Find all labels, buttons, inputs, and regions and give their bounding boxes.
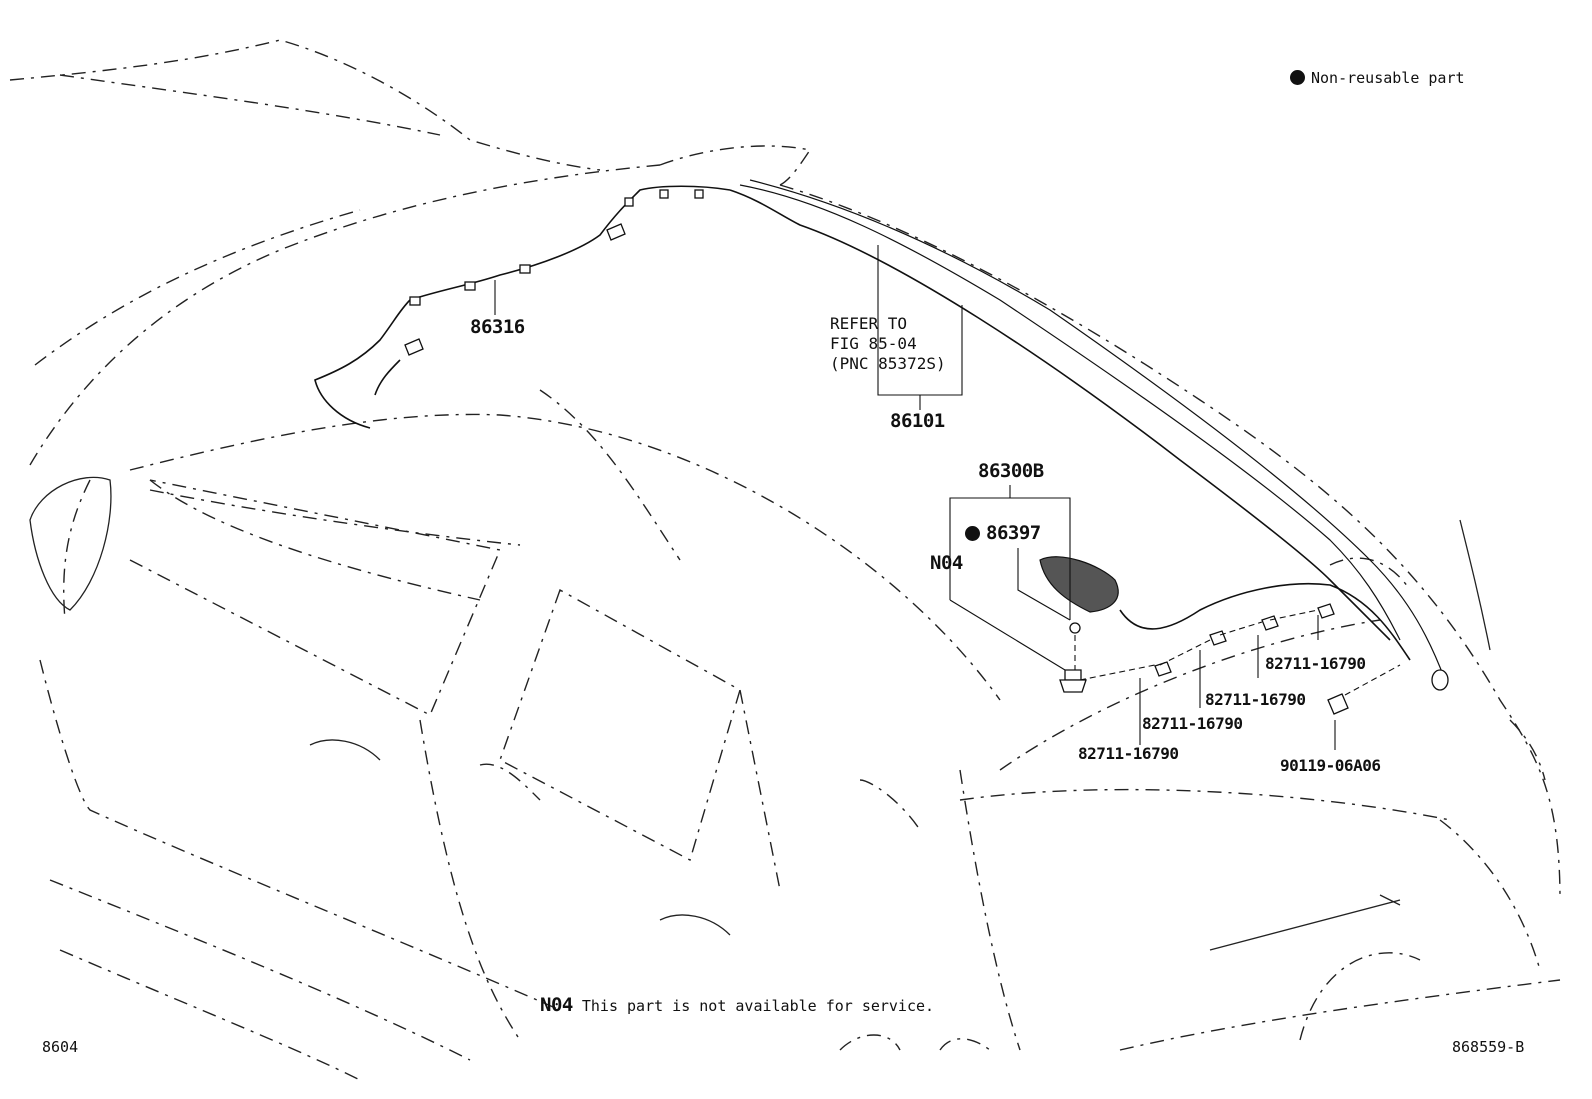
figure-number: 8604 (42, 1038, 79, 1056)
legend-non-reusable: Non-reusable part (1290, 70, 1465, 86)
label-86101[interactable]: 86101 (890, 410, 945, 432)
vehicle-details (29, 476, 1491, 951)
label-clip-b[interactable]: 82711-16790 (1142, 714, 1243, 733)
reference-line-2: FIG 85-04 (830, 334, 917, 353)
reference-line-3: (PNC 85372S) (830, 354, 946, 373)
footnote-text: This part is not available for service. (581, 997, 935, 1015)
footnote-code: N04 (540, 994, 573, 1016)
label-86300B[interactable]: 86300B (978, 460, 1044, 482)
label-clip-a[interactable]: 82711-16790 (1078, 744, 1179, 763)
reference-line-1: REFER TO (830, 314, 908, 333)
vehicle-outline (9, 39, 1561, 1081)
label-clip-d[interactable]: 82711-16790 (1265, 654, 1366, 673)
illustration-code: 868559-B (1452, 1038, 1525, 1056)
reference-note[interactable]: REFER TO FIG 85-04 (PNC 85372S) (830, 314, 946, 374)
label-bolt[interactable]: 90119-06A06 (1280, 756, 1381, 775)
legend-text: Non-reusable part (1311, 69, 1465, 87)
antenna-cable (729, 179, 1449, 691)
label-86316[interactable]: 86316 (470, 316, 525, 338)
roof-harness (314, 185, 731, 429)
antenna-assembly (1039, 556, 1119, 693)
non-reusable-dot-icon (1290, 70, 1305, 85)
label-86397-text: 86397 (986, 522, 1041, 544)
label-clip-c[interactable]: 82711-16790 (1205, 690, 1306, 709)
footnote: N04 This part is not available for servi… (540, 996, 934, 1015)
label-86397[interactable]: 86397 (965, 524, 1041, 543)
label-N04[interactable]: N04 (930, 552, 963, 574)
non-reusable-dot-icon (965, 526, 980, 541)
leader-lines (494, 245, 1401, 750)
